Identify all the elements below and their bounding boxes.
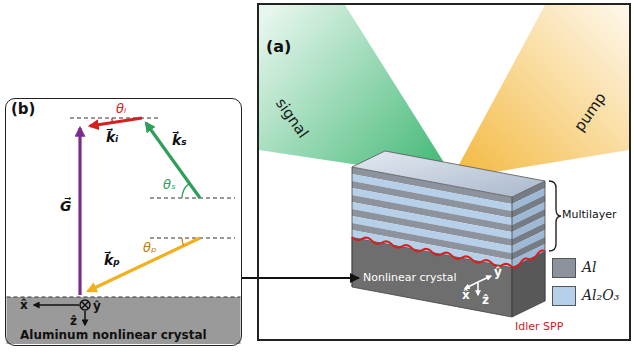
vector-label: k⃗ₛ [172, 132, 187, 148]
crystal-label: Nonlinear crystal [360, 270, 461, 286]
drawing-part [352, 167, 353, 287]
drawing-part [7, 297, 241, 298]
node-heading: (b) [11, 100, 35, 118]
legend-swatch [552, 286, 576, 306]
drawing-part [146, 123, 200, 198]
drawing-part [34, 304, 79, 306]
angle-label: θᵢ [116, 101, 126, 116]
drawing-part [88, 238, 200, 291]
pump-beam [455, 5, 629, 176]
drawing-part [82, 302, 89, 309]
drawing-part [465, 282, 478, 289]
drawing-part [352, 151, 545, 197]
idler-spp-wave [352, 237, 545, 267]
angle-label: θₛ [163, 177, 176, 192]
drawing-part [545, 181, 546, 301]
multilayer-bracket [549, 181, 561, 251]
axis-label: ẑ [482, 293, 489, 307]
legend-text: Al₂O₃ [582, 287, 619, 303]
node-heading: Aluminum nonlinear crystal [20, 328, 207, 342]
drawing-part [80, 300, 90, 310]
node-text: Nonlinear crystal [363, 271, 458, 284]
signal-beam [259, 5, 450, 176]
axis-label: ŷ [93, 299, 101, 313]
axis-label: ẑ [70, 314, 77, 328]
panel-box: (b) Aluminum nonlinear crystal [5, 98, 242, 346]
angle-arcs [112, 118, 190, 246]
drawing-part [84, 311, 86, 325]
drawing-part [82, 302, 89, 309]
wave-vectors [80, 118, 200, 295]
drawing-part [478, 276, 491, 282]
axes-b [34, 300, 90, 325]
idler-label: Idler SPP [515, 320, 563, 333]
vector-label: k⃗ᵢ [106, 129, 118, 145]
legend-swatch [552, 258, 576, 278]
crystal-band: Aluminum nonlinear crystal [6, 297, 240, 344]
multilayer-block [352, 151, 545, 317]
drawing-part [512, 244, 545, 267]
drawing-part [150, 198, 235, 199]
drawing-part [150, 238, 235, 239]
drawing-part [182, 183, 190, 198]
drawing-part [111, 118, 113, 122]
legend-text: Al [582, 259, 597, 275]
axis-label: ŷ [494, 265, 502, 279]
drawing-part [78, 128, 81, 295]
drawing-part [512, 197, 513, 317]
drawing-part [70, 118, 160, 119]
vector-label: k⃗ₚ [104, 252, 120, 268]
bracket-label: Multilayer [562, 208, 616, 221]
node-heading: (a) [266, 37, 291, 56]
axis-label: x̂ [462, 288, 470, 302]
pointer-arrow [242, 277, 359, 279]
axis-label: x̂ [20, 298, 28, 312]
reference-lines [7, 118, 241, 297]
drawing-part [90, 118, 142, 126]
angle-label: θₚ [143, 240, 157, 255]
drawing-part [182, 238, 184, 246]
crystal-band-fill [7, 297, 241, 344]
drawing-part [477, 282, 479, 295]
vector-label: G⃗ [60, 198, 72, 214]
